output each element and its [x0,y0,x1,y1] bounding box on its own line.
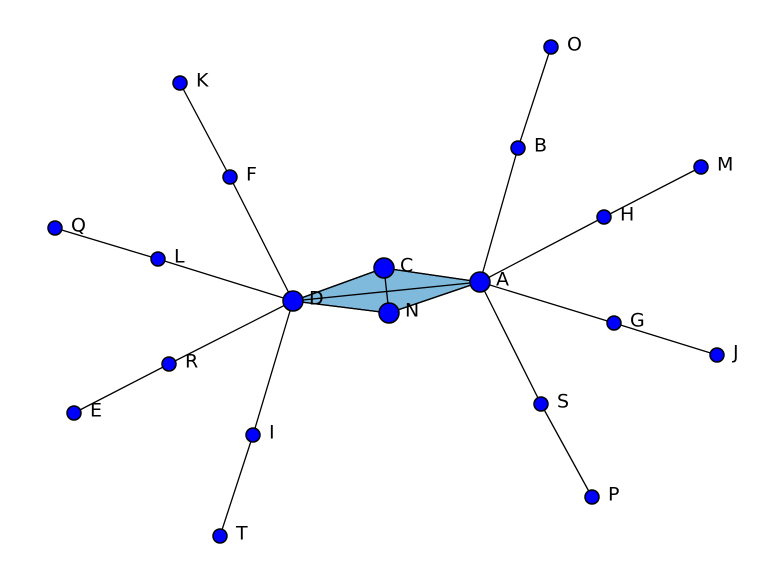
labels-layer: A B C D E F G H I J K L M N O P Q R S T [71,34,739,545]
node-t [212,528,228,544]
node-f [222,169,238,185]
node-o [543,39,559,55]
edge-a-g [479,281,615,324]
node-b [510,140,526,156]
node-s [533,396,549,412]
node-r [161,356,177,372]
edge-l-q [54,227,159,260]
node-h [596,209,612,225]
edge-i-t [219,434,254,537]
edge-d-l [157,258,294,302]
edge-c-a [383,267,481,283]
node-c [373,257,395,279]
node-g [606,315,622,331]
node-label-k: K [196,70,209,92]
node-label-n: N [405,300,419,322]
edge-h-m [603,166,702,218]
edge-a-b [479,147,519,283]
node-a [469,271,491,293]
node-m [693,159,709,175]
node-label-f: F [246,164,257,186]
edge-a-h [479,216,605,283]
node-k [172,75,188,91]
node-label-g: G [630,310,645,332]
node-label-b: B [534,135,547,157]
edge-d-a [292,281,481,302]
edge-s-p [540,403,593,498]
node-label-r: R [185,351,198,373]
node-label-l: L [174,246,185,268]
edge-b-o [517,46,552,149]
edge-d-r [168,300,294,365]
node-e [66,405,82,421]
nodes-layer [47,39,725,544]
node-label-p: P [608,484,619,506]
edge-d-f [229,176,294,302]
edge-d-c [292,267,385,302]
edge-d-n [292,300,390,314]
node-p [584,489,600,505]
node-label-m: M [717,154,733,176]
edge-f-k [179,82,231,178]
node-q [47,220,63,236]
node-l [150,251,166,267]
node-label-i: I [269,422,275,444]
node-label-c: C [400,255,413,277]
node-d [282,290,304,312]
node-label-a: A [496,269,509,291]
edge-g-j [613,322,718,356]
edge-d-i [252,300,294,436]
edge-r-e [73,363,170,414]
node-label-q: Q [71,215,86,237]
node-label-o: O [567,34,582,56]
edge-a-s [479,281,542,405]
node-label-s: S [557,391,569,413]
node-label-j: J [732,342,739,364]
edges-layer [54,46,718,537]
node-label-t: T [235,523,248,545]
node-label-h: H [620,204,634,226]
node-label-e: E [90,400,102,422]
node-label-d: D [309,288,324,310]
edge-n-a [388,281,481,314]
node-j [709,347,725,363]
node-n [378,302,400,324]
node-i [245,427,261,443]
